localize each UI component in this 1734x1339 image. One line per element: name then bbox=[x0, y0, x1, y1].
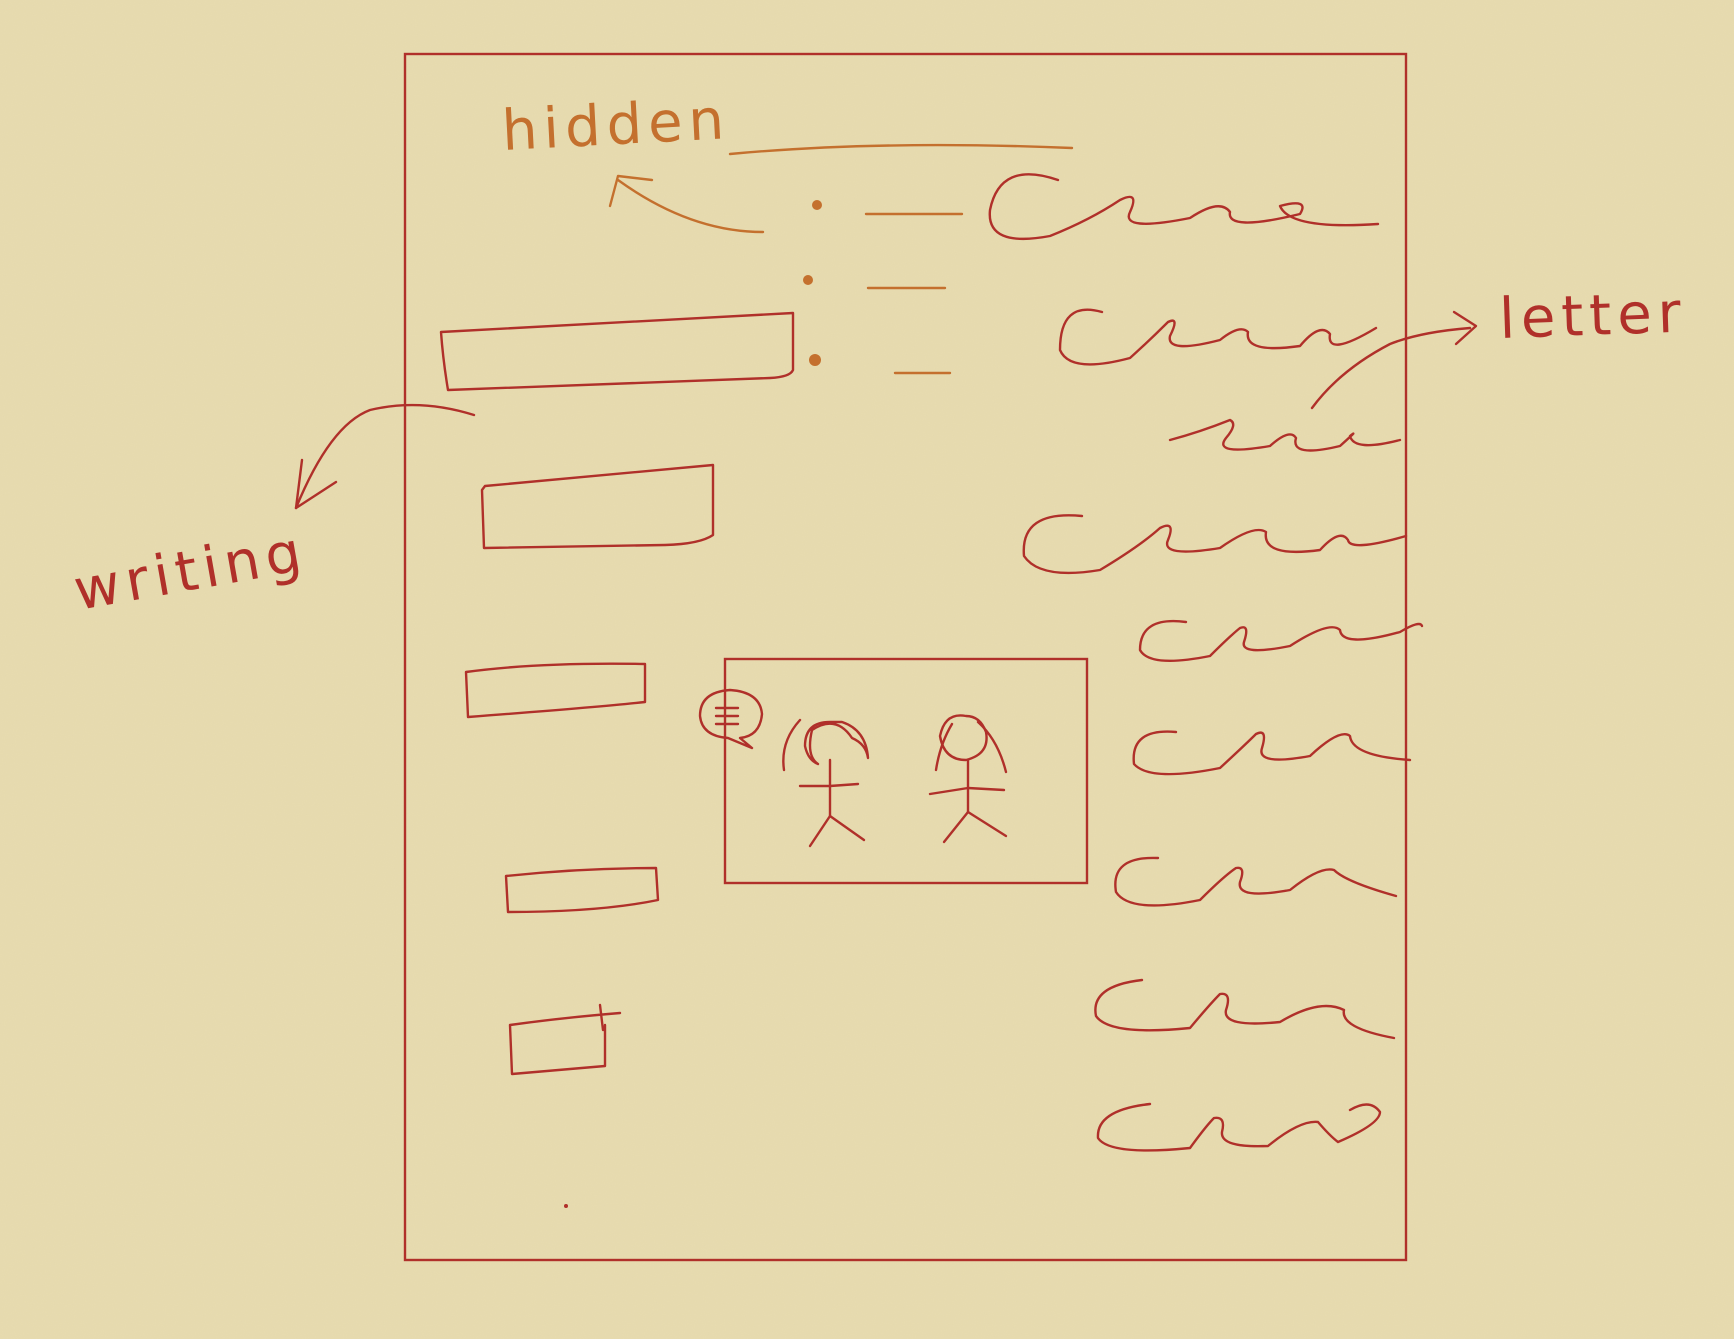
writing-block bbox=[504, 866, 660, 914]
hidden-arrow bbox=[616, 178, 765, 234]
bullet-dot bbox=[803, 275, 813, 285]
writing-blocks bbox=[439, 311, 795, 1076]
page-frame bbox=[403, 52, 1408, 1262]
letter-line bbox=[1022, 514, 1408, 575]
letter-line bbox=[1114, 856, 1398, 907]
bullet-dot bbox=[812, 200, 822, 210]
writing-arrow bbox=[294, 403, 476, 510]
writing-block bbox=[464, 662, 647, 719]
letter-squiggles bbox=[988, 173, 1424, 1152]
stick-figure-left bbox=[782, 718, 870, 848]
letter-line bbox=[1138, 619, 1424, 662]
letter-line bbox=[1094, 978, 1396, 1040]
writing-arrowhead bbox=[294, 458, 338, 510]
letter-line bbox=[1168, 418, 1402, 452]
hidden-bullet-list bbox=[803, 200, 964, 375]
image-box bbox=[723, 657, 1089, 885]
image-frame bbox=[698, 657, 1089, 885]
writing-block bbox=[508, 1003, 622, 1076]
letter-arrowhead bbox=[1452, 310, 1478, 346]
bullet-dot bbox=[809, 354, 821, 366]
hidden-underline bbox=[728, 143, 1074, 156]
letter-line bbox=[1058, 308, 1378, 366]
hidden-arrowhead bbox=[608, 174, 654, 208]
letter-line bbox=[988, 173, 1380, 240]
letter-line bbox=[1132, 730, 1412, 776]
letter-line bbox=[1096, 1102, 1382, 1152]
writing-block bbox=[439, 311, 795, 392]
hidden-label: hidden bbox=[500, 87, 731, 164]
letter-arrow bbox=[1310, 326, 1472, 410]
stick-figure-right bbox=[928, 714, 1008, 844]
speech-bubble-icon bbox=[698, 688, 764, 750]
writing-block bbox=[480, 463, 715, 550]
letter-label: letter bbox=[1498, 280, 1688, 352]
stray-dot bbox=[564, 1204, 568, 1208]
